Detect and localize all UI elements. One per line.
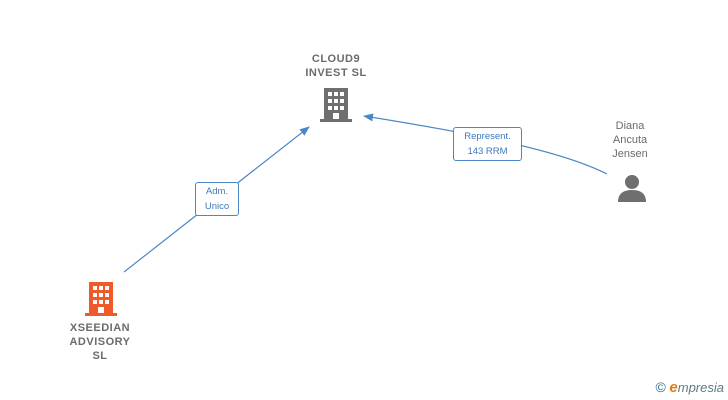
brand-logo-initial: e bbox=[669, 379, 678, 396]
building-icon[interactable] bbox=[320, 88, 352, 122]
edge-label-represent[interactable]: Represent. 143 RRM bbox=[453, 127, 522, 161]
brand-footer: © empresia bbox=[655, 379, 724, 396]
building-icon-highlight[interactable] bbox=[85, 282, 117, 316]
node-label-xseedian: XSEEDIAN ADVISORY SL bbox=[69, 322, 131, 362]
node-label-diana: Diana Ancuta Jensen bbox=[612, 120, 648, 160]
edge-label-adm[interactable]: Adm. Unico bbox=[195, 182, 239, 216]
brand-logo-text: mpresia bbox=[677, 380, 724, 395]
node-label-cloud9: CLOUD9 INVEST SL bbox=[305, 53, 367, 79]
person-icon[interactable] bbox=[617, 174, 647, 202]
copyright-icon: © bbox=[655, 379, 666, 395]
